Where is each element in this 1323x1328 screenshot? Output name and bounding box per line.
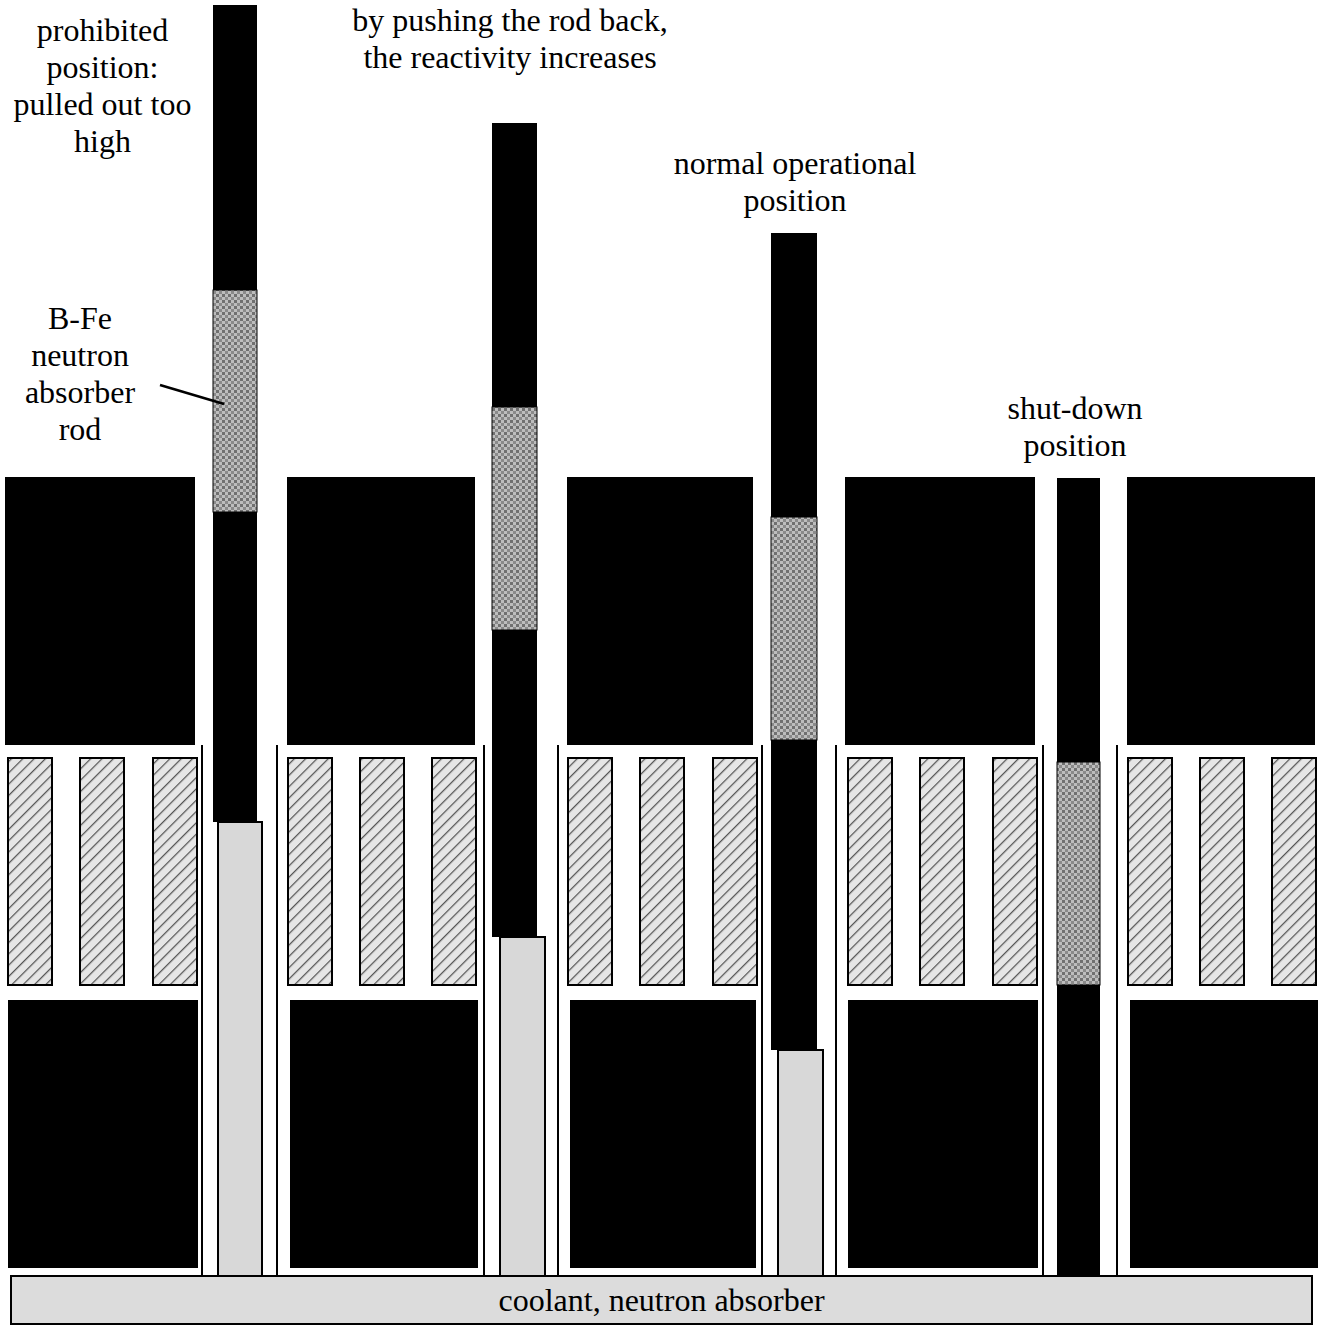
fuel-rod (640, 758, 684, 985)
fuel-rod (1128, 758, 1172, 985)
fuel-rod (848, 758, 892, 985)
fuel-rod (1272, 758, 1316, 985)
fuel-rod (713, 758, 757, 985)
fuel-rod (8, 758, 52, 985)
fuel-rod (920, 758, 964, 985)
fuel-rod (568, 758, 612, 985)
fuel-rod (360, 758, 404, 985)
fuel-rod (993, 758, 1037, 985)
fuel-rod (153, 758, 197, 985)
annotation-label: B-Fe neutron absorber rod (5, 300, 155, 448)
fuel-rod (288, 758, 332, 985)
annotation-label: by pushing the rod back, the reactivity … (350, 2, 670, 76)
band-label: coolant, neutron absorber (498, 1282, 824, 1318)
coolant-band: coolant, neutron absorber (10, 1275, 1313, 1325)
fuel-rod (8, 758, 1316, 985)
leader-line (160, 385, 224, 404)
control-rod (213, 5, 1100, 1290)
annotation-label: shut-down position (965, 390, 1185, 464)
fuel-rod (432, 758, 476, 985)
annotation-label: prohibited position: pulled out too high (5, 12, 200, 160)
fuel-rod (80, 758, 124, 985)
fuel-rod (1200, 758, 1244, 985)
annotation-label: normal operational position (620, 145, 970, 219)
channel-wall (202, 745, 1117, 1277)
